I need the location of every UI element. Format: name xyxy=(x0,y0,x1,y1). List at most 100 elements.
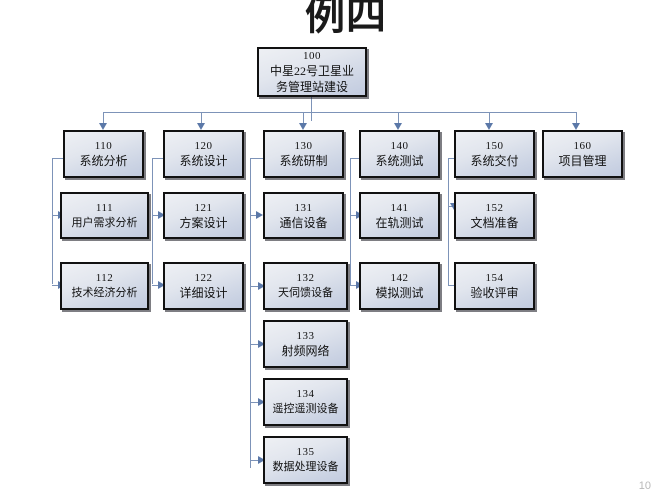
connector-drop-140 xyxy=(398,112,399,126)
node-141-label: 在轨测试 xyxy=(375,215,424,230)
node-131-code: 131 xyxy=(294,201,313,214)
node-112-label: 技术经济分析 xyxy=(71,287,138,299)
node-152[interactable]: 152 文档准备 xyxy=(454,192,535,239)
node-122-label: 详细设计 xyxy=(179,286,228,300)
connector-drop-150 xyxy=(489,112,490,126)
node-121[interactable]: 121 方案设计 xyxy=(163,192,244,239)
node-131-label: 通信设备 xyxy=(279,215,328,230)
node-130-label: 系统研制 xyxy=(279,154,328,168)
node-140-code: 140 xyxy=(390,140,409,152)
arrowhead-down-150 xyxy=(485,123,493,130)
node-112[interactable]: 112 技术经济分析 xyxy=(60,262,149,310)
connector-spine-110 xyxy=(52,158,53,284)
connector-branch-132 xyxy=(250,286,260,287)
arrowhead-down-120 xyxy=(197,123,205,130)
node-141[interactable]: 141 在轨测试 xyxy=(359,192,440,239)
node-111-code: 111 xyxy=(95,201,114,214)
arrowhead-down-140 xyxy=(394,123,402,130)
connector-drop-130 xyxy=(303,112,304,126)
node-135-code: 135 xyxy=(296,446,315,458)
node-122-code: 122 xyxy=(194,272,213,284)
connector-drop-120 xyxy=(201,112,202,126)
node-160[interactable]: 160 项目管理 xyxy=(542,130,623,178)
node-130-code: 130 xyxy=(294,140,313,152)
node-134-label: 遥控遥测设备 xyxy=(272,403,339,415)
connector-spine-120 xyxy=(152,158,153,284)
connector-branch-112 xyxy=(52,285,60,286)
node-111[interactable]: 111 用户需求分析 xyxy=(60,192,149,239)
node-100-code: 100 xyxy=(303,50,321,62)
node-154[interactable]: 154 验收评审 xyxy=(454,262,535,310)
node-142[interactable]: 142 模拟测试 xyxy=(359,262,440,310)
arrowhead-right-122 xyxy=(158,281,165,289)
node-150-label: 系统交付 xyxy=(470,154,519,168)
node-160-code: 160 xyxy=(573,140,592,152)
node-132[interactable]: 132 天伺馈设备 xyxy=(263,262,348,310)
arrowhead-right-133 xyxy=(258,340,265,348)
node-150-code: 150 xyxy=(485,140,504,152)
arrowhead-right-131 xyxy=(256,211,263,219)
node-100-label: 中星22号卫星业务管理站建设 xyxy=(269,64,354,94)
node-154-code: 154 xyxy=(485,272,504,284)
node-100[interactable]: 100 中星22号卫星业务管理站建设 xyxy=(257,47,367,97)
node-132-code: 132 xyxy=(296,272,315,284)
node-130[interactable]: 130 系统研制 xyxy=(263,130,344,178)
connector-spine-130-top xyxy=(250,158,264,159)
node-140-label: 系统测试 xyxy=(375,154,424,168)
arrowhead-down-110 xyxy=(99,123,107,130)
node-135[interactable]: 135 数据处理设备 xyxy=(263,436,348,484)
connector-root-stem xyxy=(311,97,312,121)
connector-branch-142 xyxy=(350,285,358,286)
node-142-label: 模拟测试 xyxy=(375,286,424,300)
node-152-code: 152 xyxy=(485,201,504,214)
node-110-code: 110 xyxy=(94,140,113,152)
node-160-label: 项目管理 xyxy=(558,154,607,168)
connector-drop-160 xyxy=(576,112,577,126)
node-132-label: 天伺馈设备 xyxy=(278,287,333,299)
node-133-label: 射频网络 xyxy=(281,344,330,358)
connector-spine-150 xyxy=(448,158,449,285)
node-141-code: 141 xyxy=(390,201,409,214)
connector-spine-140 xyxy=(350,158,351,285)
connector-spine-140-top xyxy=(350,158,362,159)
slide-title: 例四 xyxy=(305,0,387,38)
arrowhead-down-130 xyxy=(299,123,307,130)
connector-branch-154 xyxy=(448,285,456,286)
node-134[interactable]: 134 遥控遥测设备 xyxy=(263,378,348,426)
node-112-code: 112 xyxy=(95,272,114,284)
node-110-label: 系统分析 xyxy=(79,154,128,168)
node-135-label: 数据处理设备 xyxy=(272,461,339,473)
node-133[interactable]: 133 射频网络 xyxy=(263,320,348,368)
node-142-code: 142 xyxy=(390,272,409,284)
connector-branch-133 xyxy=(250,344,260,345)
connector-main-bus xyxy=(103,112,576,113)
connector-branch-122 xyxy=(152,285,160,286)
connector-spine-130 xyxy=(250,158,251,468)
arrowhead-right-135 xyxy=(258,456,265,464)
connector-branch-111 xyxy=(52,215,60,216)
node-150[interactable]: 150 系统交付 xyxy=(454,130,535,178)
node-121-code: 121 xyxy=(194,201,213,214)
connector-branch-141 xyxy=(350,215,358,216)
node-131[interactable]: 131 通信设备 xyxy=(263,192,344,239)
arrowhead-right-121 xyxy=(158,211,165,219)
node-121-label: 方案设计 xyxy=(179,215,228,230)
arrowhead-right-134 xyxy=(258,398,265,406)
connector-branch-135 xyxy=(250,460,260,461)
node-133-code: 133 xyxy=(296,330,315,342)
connector-branch-131 xyxy=(250,215,258,216)
node-140[interactable]: 140 系统测试 xyxy=(359,130,440,178)
arrowhead-down-160 xyxy=(572,123,580,130)
node-120-code: 120 xyxy=(194,140,213,152)
arrowhead-right-132 xyxy=(258,282,265,290)
page-number: 10 xyxy=(638,480,651,492)
node-110[interactable]: 110 系统分析 xyxy=(63,130,144,178)
connector-spine-110-top xyxy=(52,158,64,159)
node-122[interactable]: 122 详细设计 xyxy=(163,262,244,310)
connector-branch-134 xyxy=(250,402,260,403)
connector-spine-120-top xyxy=(152,158,164,159)
node-120[interactable]: 120 系统设计 xyxy=(163,130,244,178)
connector-branch-121 xyxy=(152,215,160,216)
node-111-label: 用户需求分析 xyxy=(71,216,138,229)
